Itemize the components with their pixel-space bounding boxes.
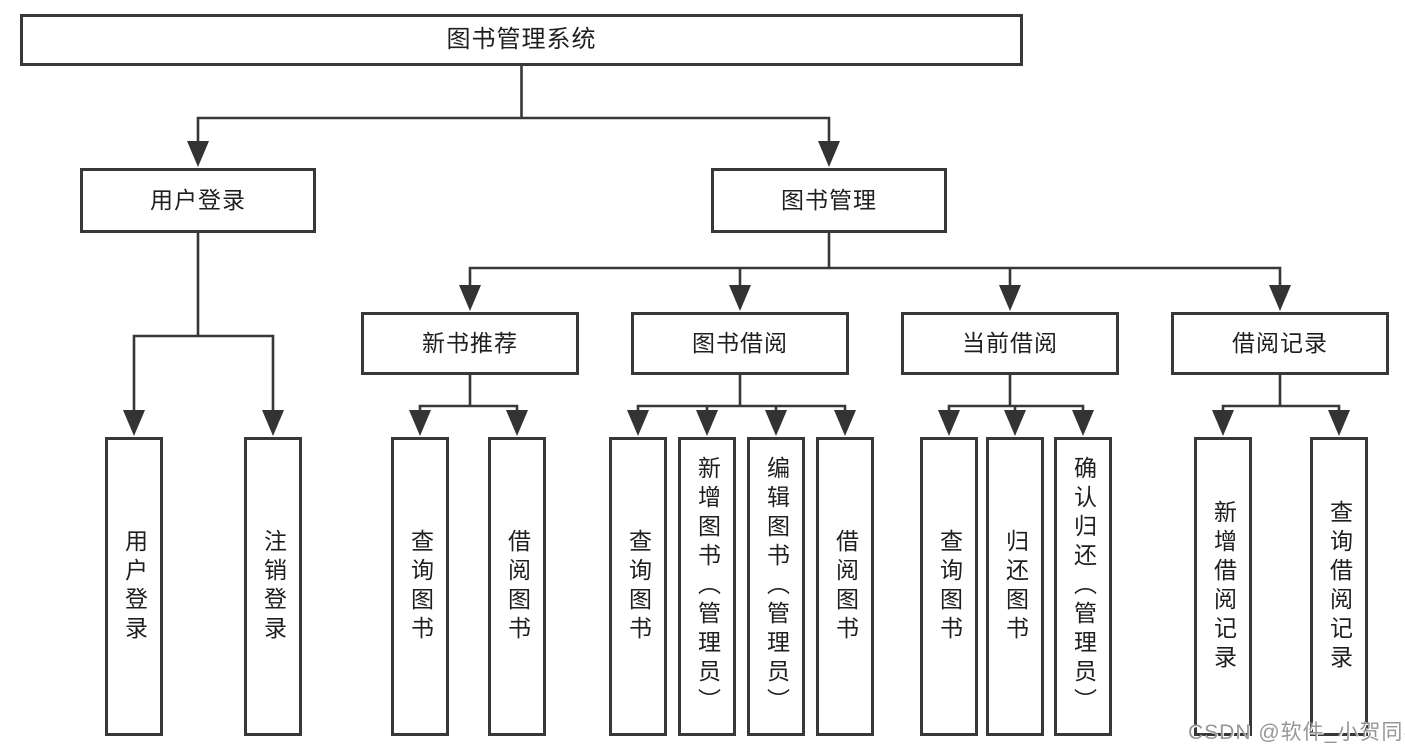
node-leaf-query-book-current: 查询图书 <box>920 437 978 736</box>
watermark: CSDN @软件_小贺同学 <box>1188 721 1405 744</box>
node-leaf-confirm-return-admin: 确认归还（管理员） <box>1054 437 1112 736</box>
leaf-label: 用户登录 <box>121 528 148 645</box>
leaf-label: 借阅图书 <box>504 528 531 645</box>
node-leaf-add-borrow-record: 新增借阅记录 <box>1194 437 1252 736</box>
node-book-management: 图书管理 <box>711 168 947 233</box>
leaf-label: 新增借阅记录 <box>1210 499 1237 674</box>
node-leaf-borrow-book-recommend: 借阅图书 <box>488 437 546 736</box>
node-borrow-records: 借阅记录 <box>1171 312 1389 375</box>
leaf-label: 借阅图书 <box>832 528 859 645</box>
node-leaf-return-book: 归还图书 <box>986 437 1044 736</box>
node-book-borrow: 图书借阅 <box>631 312 849 375</box>
leaf-label: 编辑图书（管理员） <box>763 456 790 717</box>
node-leaf-query-book-borrow: 查询图书 <box>609 437 667 736</box>
node-leaf-query-book-recommend: 查询图书 <box>391 437 449 736</box>
leaf-label: 查询图书 <box>407 528 434 645</box>
node-leaf-query-borrow-record: 查询借阅记录 <box>1310 437 1368 736</box>
node-user-login: 用户登录 <box>80 168 316 233</box>
leaf-label: 注销登录 <box>260 528 287 645</box>
node-leaf-add-book-admin: 新增图书（管理员） <box>678 437 736 736</box>
leaf-label: 查询借阅记录 <box>1326 499 1353 674</box>
leaf-label: 确认归还（管理员） <box>1070 456 1097 717</box>
node-leaf-borrow-book: 借阅图书 <box>816 437 874 736</box>
node-leaf-logout: 注销登录 <box>244 437 302 736</box>
node-current-borrow: 当前借阅 <box>901 312 1119 375</box>
leaf-label: 新增图书（管理员） <box>694 456 721 717</box>
leaf-label: 查询图书 <box>625 528 652 645</box>
node-leaf-user-login: 用户登录 <box>105 437 163 736</box>
node-new-book-recommend: 新书推荐 <box>361 312 579 375</box>
node-leaf-edit-book-admin: 编辑图书（管理员） <box>747 437 805 736</box>
arrowhead-icons <box>123 141 1350 436</box>
node-root: 图书管理系统 <box>20 14 1023 66</box>
leaf-label: 查询图书 <box>936 528 963 645</box>
leaf-label: 归还图书 <box>1002 528 1029 645</box>
